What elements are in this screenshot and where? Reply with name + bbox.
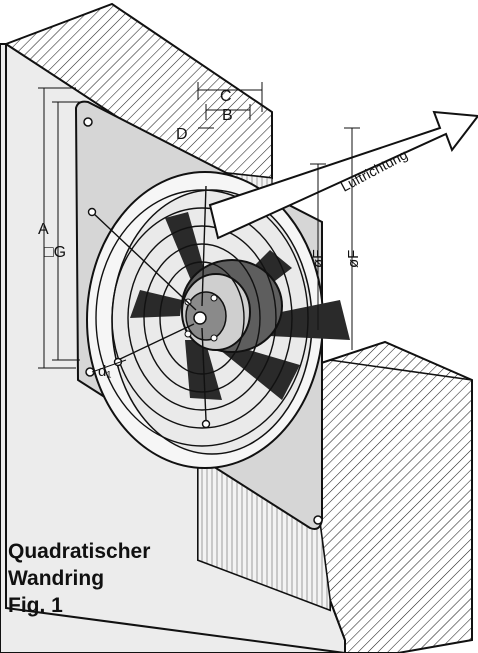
label-g: □G [44, 244, 66, 261]
fan-blade [215, 340, 300, 400]
dimension-lines [38, 82, 360, 373]
guard-grille [87, 185, 309, 447]
label-f: øF [345, 250, 362, 268]
mounting-hole [313, 515, 323, 525]
label-d: D [176, 126, 188, 143]
label-e: øE [310, 249, 327, 268]
label-a: A [38, 221, 49, 238]
mounting-hole [83, 117, 93, 127]
caption-line-2: Wandring [8, 567, 105, 590]
guard-fixing-point [201, 419, 211, 429]
label-c: C [220, 88, 232, 105]
fan-blade [130, 290, 182, 318]
caption-line-1: Quadratischer [8, 540, 151, 563]
label-b: B [222, 107, 233, 124]
label-d1: d₁ [98, 363, 111, 380]
figure-caption: Quadratischer Wandring Fig. 1 [8, 538, 150, 619]
wall-right-section [298, 340, 473, 653]
guard-fixing-point [87, 207, 97, 217]
fan-impeller [130, 212, 350, 400]
motor-shaft [193, 311, 207, 325]
caption-line-3: Fig. 1 [8, 594, 63, 617]
